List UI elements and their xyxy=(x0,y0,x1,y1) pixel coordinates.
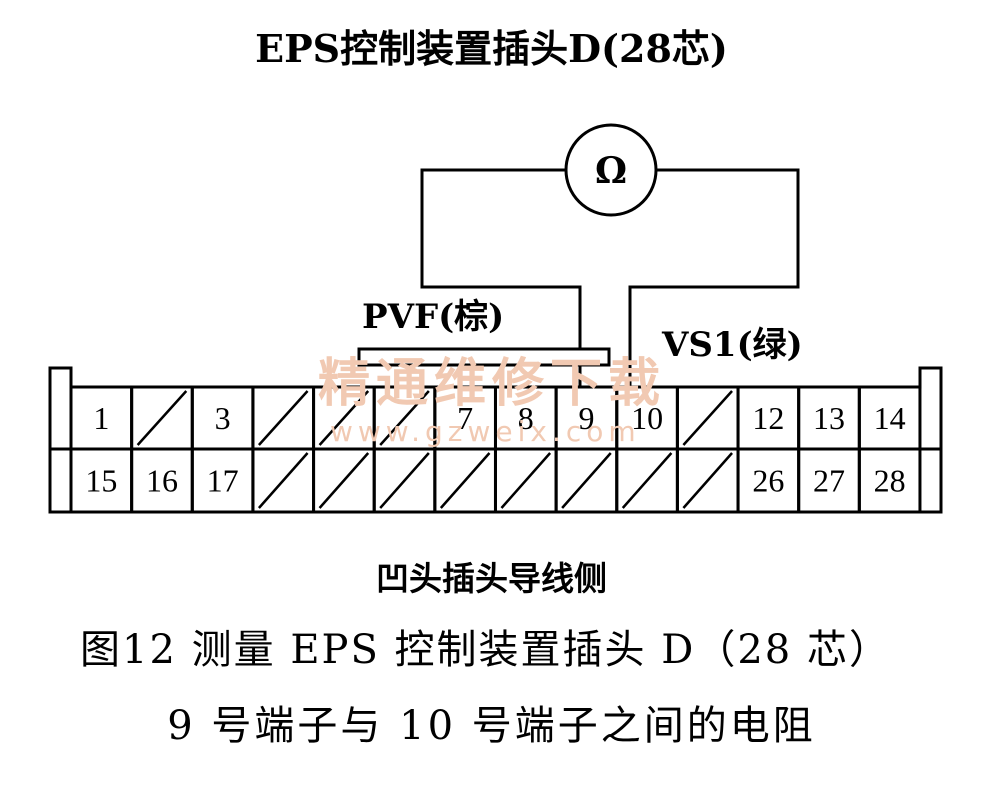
connector-side-label: 凹头插头导线侧 xyxy=(376,559,607,598)
empty-pin-slash xyxy=(318,452,370,509)
pin-number-26: 26 xyxy=(752,463,784,499)
pin-number-13: 13 xyxy=(813,400,845,436)
empty-pin-slash xyxy=(561,452,612,509)
connector-latch xyxy=(357,347,611,367)
empty-pin-slash xyxy=(500,452,552,509)
empty-pin-slash xyxy=(379,390,430,446)
lead-pin9 xyxy=(420,168,582,400)
empty-pin-slash xyxy=(136,390,188,446)
empty-pin-slash xyxy=(439,452,491,509)
empty-pin-slash xyxy=(257,452,309,509)
figure-caption-line2: 9 号端子与 10 号端子之间的电阻 xyxy=(167,703,816,749)
figure-caption-line1: 图12 测量 EPS 控制装置插头 D（28 芯） xyxy=(80,627,891,673)
ohmmeter: Ω xyxy=(564,123,658,217)
pin-number-12: 12 xyxy=(752,400,784,436)
pin-number-27: 27 xyxy=(813,463,845,499)
pin-number-7: 7 xyxy=(457,400,473,436)
ohmmeter-icon xyxy=(564,123,658,217)
pin-number-8: 8 xyxy=(518,400,534,436)
watermark-text: 精通维修下载 xyxy=(318,353,667,414)
empty-pin-slash xyxy=(318,390,370,446)
empty-pin-slash xyxy=(682,452,733,509)
pin-number-14: 14 xyxy=(874,400,906,436)
lead-pin10 xyxy=(628,168,800,400)
pin-cell xyxy=(857,447,922,514)
empty-pin-slash xyxy=(621,452,673,509)
pin-number-17: 17 xyxy=(207,463,239,499)
pvf-wire-label: PVF(棕) xyxy=(362,297,505,337)
pin-number-3: 3 xyxy=(215,400,231,436)
pin-number-10: 10 xyxy=(631,400,663,436)
ohm-symbol: Ω xyxy=(595,150,627,192)
vs1-wire-label: VS1(绿) xyxy=(662,325,803,365)
pin-number-9: 9 xyxy=(578,400,594,436)
pin-number-28: 28 xyxy=(874,463,906,499)
pin-number-1: 1 xyxy=(93,400,109,436)
empty-pin-slash xyxy=(379,452,430,509)
empty-pin-slash xyxy=(257,390,309,446)
watermark-url: www.gzweix.com xyxy=(330,415,641,448)
empty-pin-slash xyxy=(682,390,733,446)
measurement-leads xyxy=(420,168,800,400)
pin-number-16: 16 xyxy=(146,463,178,499)
diagram-title: EPS控制装置插头D(28芯) xyxy=(255,26,728,71)
pin-row-bottom: 15 16 17 26 27 28 xyxy=(69,447,922,514)
pin-number-15: 15 xyxy=(85,463,117,499)
